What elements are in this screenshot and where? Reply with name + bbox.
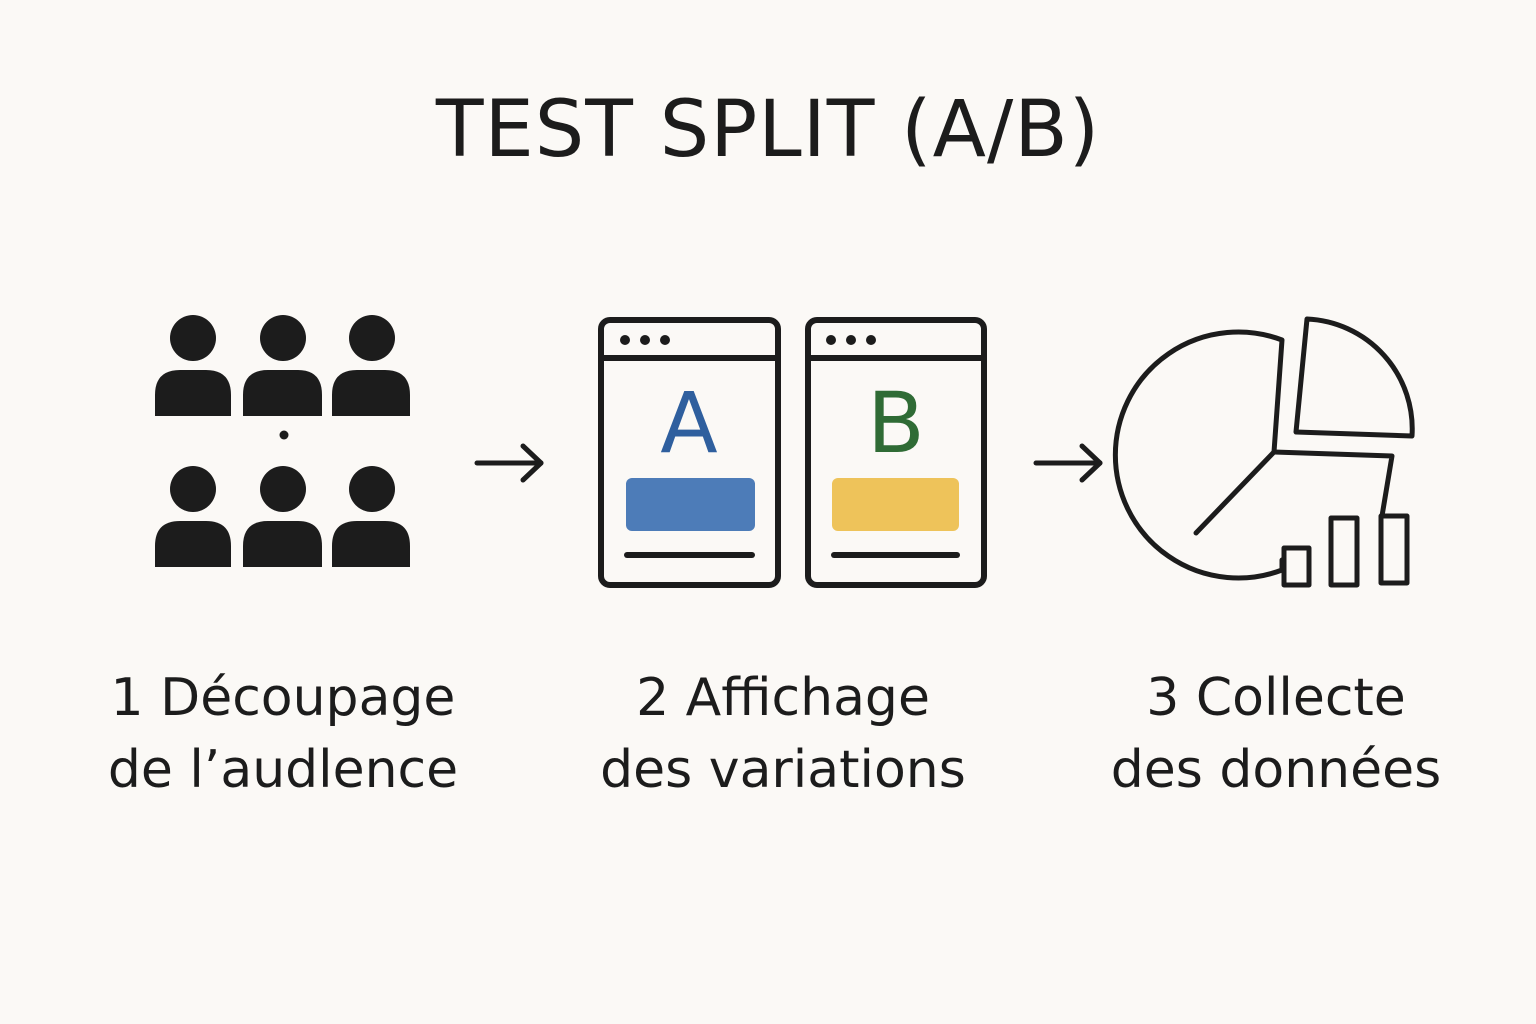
bar-small [1281,545,1312,588]
data-chart-icon [1112,316,1415,588]
variant-letter: A [660,374,717,472]
step-label-line: 1 Découpage [110,668,456,728]
browser-window-a: A [598,317,781,588]
step-label-data: 3 Collecte des données [1036,662,1516,806]
step-label-variations: 2 Affichage des variations [543,662,1023,806]
step-label-audience: 1 Découpage de l’audlence [43,662,523,806]
step-label-line: des données [1110,740,1442,800]
person-icon [332,315,410,416]
step-label-line: 3 Collecte [1146,668,1406,728]
step-label-line: de l’audlence [107,740,459,800]
variant-button-b [832,478,959,531]
browser-window-b: B [805,317,987,588]
step-label-line: 2 Affichage [636,668,930,728]
diagram-title: TEST SPLIT (A/B) [435,85,1101,175]
person-icon [155,315,231,416]
variant-letter: B [867,374,925,472]
pie-slice-detached [1293,316,1415,439]
bar-tall [1378,513,1410,586]
separator-dot [279,430,289,440]
person-icon [332,466,410,567]
step-label-line: des variations [600,740,966,800]
bar-tall [1328,515,1360,588]
person-icon [155,466,231,567]
audience-group-icon [155,315,410,567]
arrow-right-icon [1033,443,1103,483]
pie-slice-main [1112,329,1285,581]
person-icon [243,315,322,416]
person-icon [243,466,322,567]
arrow-right-icon [474,443,544,483]
variant-button-a [626,478,755,531]
chart-connector [1271,449,1395,519]
